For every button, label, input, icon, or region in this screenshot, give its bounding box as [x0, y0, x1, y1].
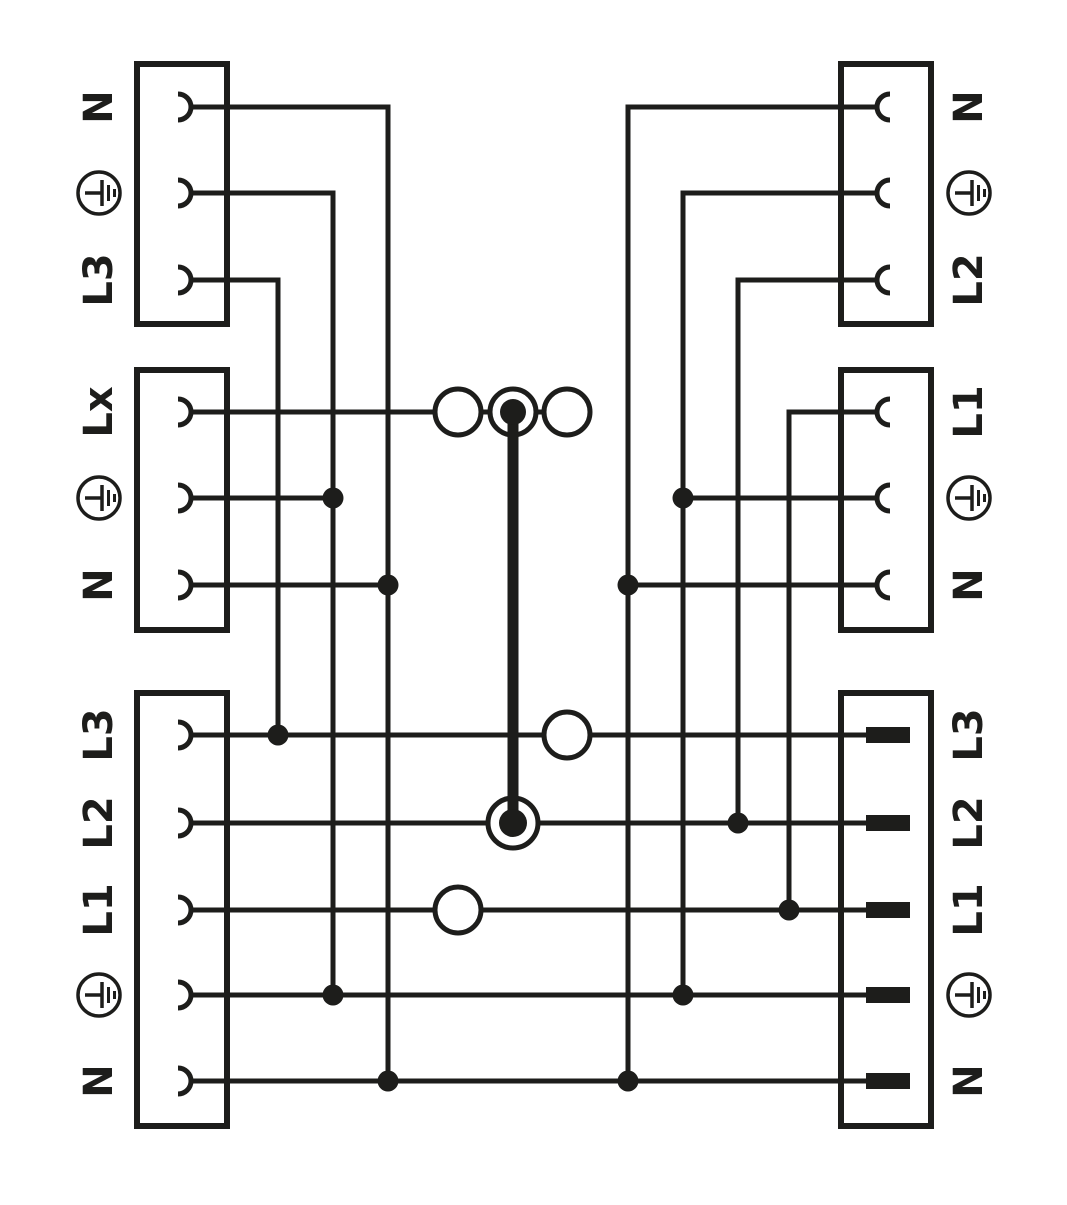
terminal-label: N: [76, 1064, 122, 1097]
blade-bar-icon: [866, 987, 910, 1003]
earth-icon: [946, 475, 992, 521]
terminal-label: L1: [946, 883, 992, 936]
junction-dot: [672, 984, 694, 1006]
terminal-label: Lx: [76, 386, 122, 437]
earth-icon: [76, 475, 122, 521]
wire-topright-l2: [735, 277, 877, 823]
junction-dot: [322, 487, 344, 509]
socket-arc-right-icon: [874, 264, 891, 296]
terminal-label: L3: [76, 253, 122, 306]
socket-arc-right-icon: [874, 177, 891, 209]
junction-dot: [322, 984, 344, 1006]
socket-arc-left-icon: [177, 979, 194, 1011]
wire-topleft-l3: [191, 277, 281, 735]
wire-topright-n: [625, 104, 877, 1081]
socket-arc-left-icon: [177, 396, 194, 428]
socket-arc-left-icon: [177, 719, 194, 751]
socket-arc-right-icon: [874, 569, 891, 601]
terminal-label: N: [946, 568, 992, 601]
selector-circle-l3-open: [541, 709, 593, 761]
earth-icon: [946, 170, 992, 216]
blade-bar-icon: [866, 815, 910, 831]
selected-phase-dot: [499, 809, 527, 837]
earth-icon: [76, 972, 122, 1018]
junction-dot: [778, 899, 800, 921]
socket-arc-right-icon: [874, 91, 891, 123]
wire-middleright-l1: [786, 409, 877, 910]
socket-arc-left-icon: [177, 569, 194, 601]
wire-topright-earth: [680, 190, 877, 995]
terminal-label: N: [76, 90, 122, 123]
selector-circle-l1-open: [432, 884, 484, 936]
earth-icon: [76, 170, 122, 216]
socket-arc-right-icon: [874, 482, 891, 514]
terminal-label: L1: [76, 883, 122, 936]
junction-dot: [377, 1070, 399, 1092]
terminal-label: N: [946, 90, 992, 123]
selector-circle-top-left-open: [432, 386, 484, 438]
terminal-label: L1: [946, 385, 992, 438]
junction-dot: [617, 574, 639, 596]
socket-arc-left-icon: [177, 264, 194, 296]
junction-dot: [377, 574, 399, 596]
socket-arc-left-icon: [177, 894, 194, 926]
socket-arc-left-icon: [177, 91, 194, 123]
terminal-label: N: [946, 1064, 992, 1097]
junction-dot: [267, 724, 289, 746]
terminal-label: L3: [946, 708, 992, 761]
blade-bar-icon: [866, 902, 910, 918]
socket-arc-left-icon: [177, 482, 194, 514]
socket-arc-left-icon: [177, 177, 194, 209]
blade-bar-icon: [866, 1073, 910, 1089]
junction-dot: [727, 812, 749, 834]
junction-dot: [672, 487, 694, 509]
terminal-label: L2: [76, 796, 122, 849]
wire-topleft-n: [191, 104, 391, 1081]
socket-arc-right-icon: [874, 396, 891, 428]
terminal-label: L2: [946, 796, 992, 849]
selected-position-dot: [500, 399, 526, 425]
blade-bar-icon: [866, 727, 910, 743]
earth-icon: [946, 972, 992, 1018]
terminal-label: N: [76, 568, 122, 601]
junction-dot: [617, 1070, 639, 1092]
wire-topleft-earth: [191, 190, 336, 995]
socket-arc-left-icon: [177, 807, 194, 839]
terminal-label: L3: [76, 708, 122, 761]
selector-circle-top-right-open: [541, 386, 593, 438]
socket-arc-left-icon: [177, 1065, 194, 1097]
terminal-label: L2: [946, 253, 992, 306]
